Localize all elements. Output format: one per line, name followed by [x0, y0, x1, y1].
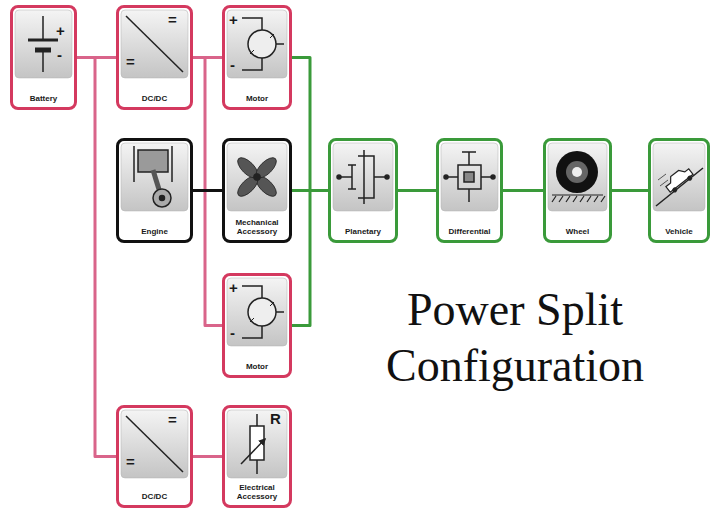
- box-label: Planetary: [345, 227, 381, 236]
- dc-sign: =: [168, 12, 177, 28]
- battery-symbol: [28, 16, 58, 72]
- dc-sign: =: [126, 454, 135, 470]
- connector-line: [398, 189, 436, 192]
- box-label: Motor: [246, 94, 268, 103]
- box-label: Mechanical Accessory: [227, 218, 287, 236]
- planetary-box: Planetary: [328, 138, 398, 243]
- dc-sign: =: [126, 54, 135, 70]
- wheel-box: Wheel: [543, 138, 612, 243]
- battery-box: Battery: [10, 5, 77, 110]
- box-label: DC/DC: [142, 492, 167, 501]
- terminal-sign: -: [230, 325, 235, 341]
- box-label: Electrical Accessory: [227, 483, 287, 501]
- diagram-title: Power Split Configuration: [350, 282, 680, 394]
- box-label: Wheel: [566, 227, 590, 236]
- terminal-sign: -: [230, 57, 235, 73]
- fan-symbol: [234, 154, 279, 199]
- dcdc-symbol: [126, 16, 183, 472]
- box-label: Battery: [30, 94, 58, 103]
- accessory-box: Electrical Accessory: [222, 405, 292, 508]
- differential-box: Differential: [436, 138, 503, 243]
- wheel-symbol: [552, 151, 605, 202]
- connector-line: [503, 189, 543, 192]
- accessory-box: Mechanical Accessory: [222, 138, 292, 243]
- box-label: Motor: [246, 362, 268, 371]
- terminal-sign: +: [56, 23, 65, 39]
- terminal-sign: +: [229, 12, 238, 28]
- connector-line: [612, 189, 648, 192]
- differential-symbol: [444, 152, 495, 202]
- dc-sign: =: [168, 412, 177, 428]
- box-label: Engine: [141, 227, 168, 236]
- box-label: Vehicle: [665, 227, 693, 236]
- connector-line: [193, 58, 222, 326]
- connector-line: [193, 455, 222, 458]
- resistor-label: R: [270, 411, 281, 427]
- box-label: Differential: [449, 227, 491, 236]
- vehicle-symbol: [656, 165, 703, 206]
- connector-line: [292, 58, 328, 191]
- connector-line: [77, 58, 116, 457]
- planetary-symbol: [337, 150, 389, 204]
- terminal-sign: +: [229, 280, 238, 296]
- engine-box: Engine: [116, 138, 193, 243]
- resistor-symbol: [241, 414, 265, 474]
- engine-piston: [134, 146, 172, 207]
- terminal-sign: -: [57, 47, 62, 63]
- connector-line: [193, 189, 222, 192]
- vehicle-box: Vehicle: [648, 138, 710, 243]
- connector-line: [292, 191, 328, 326]
- box-label: DC/DC: [142, 94, 167, 103]
